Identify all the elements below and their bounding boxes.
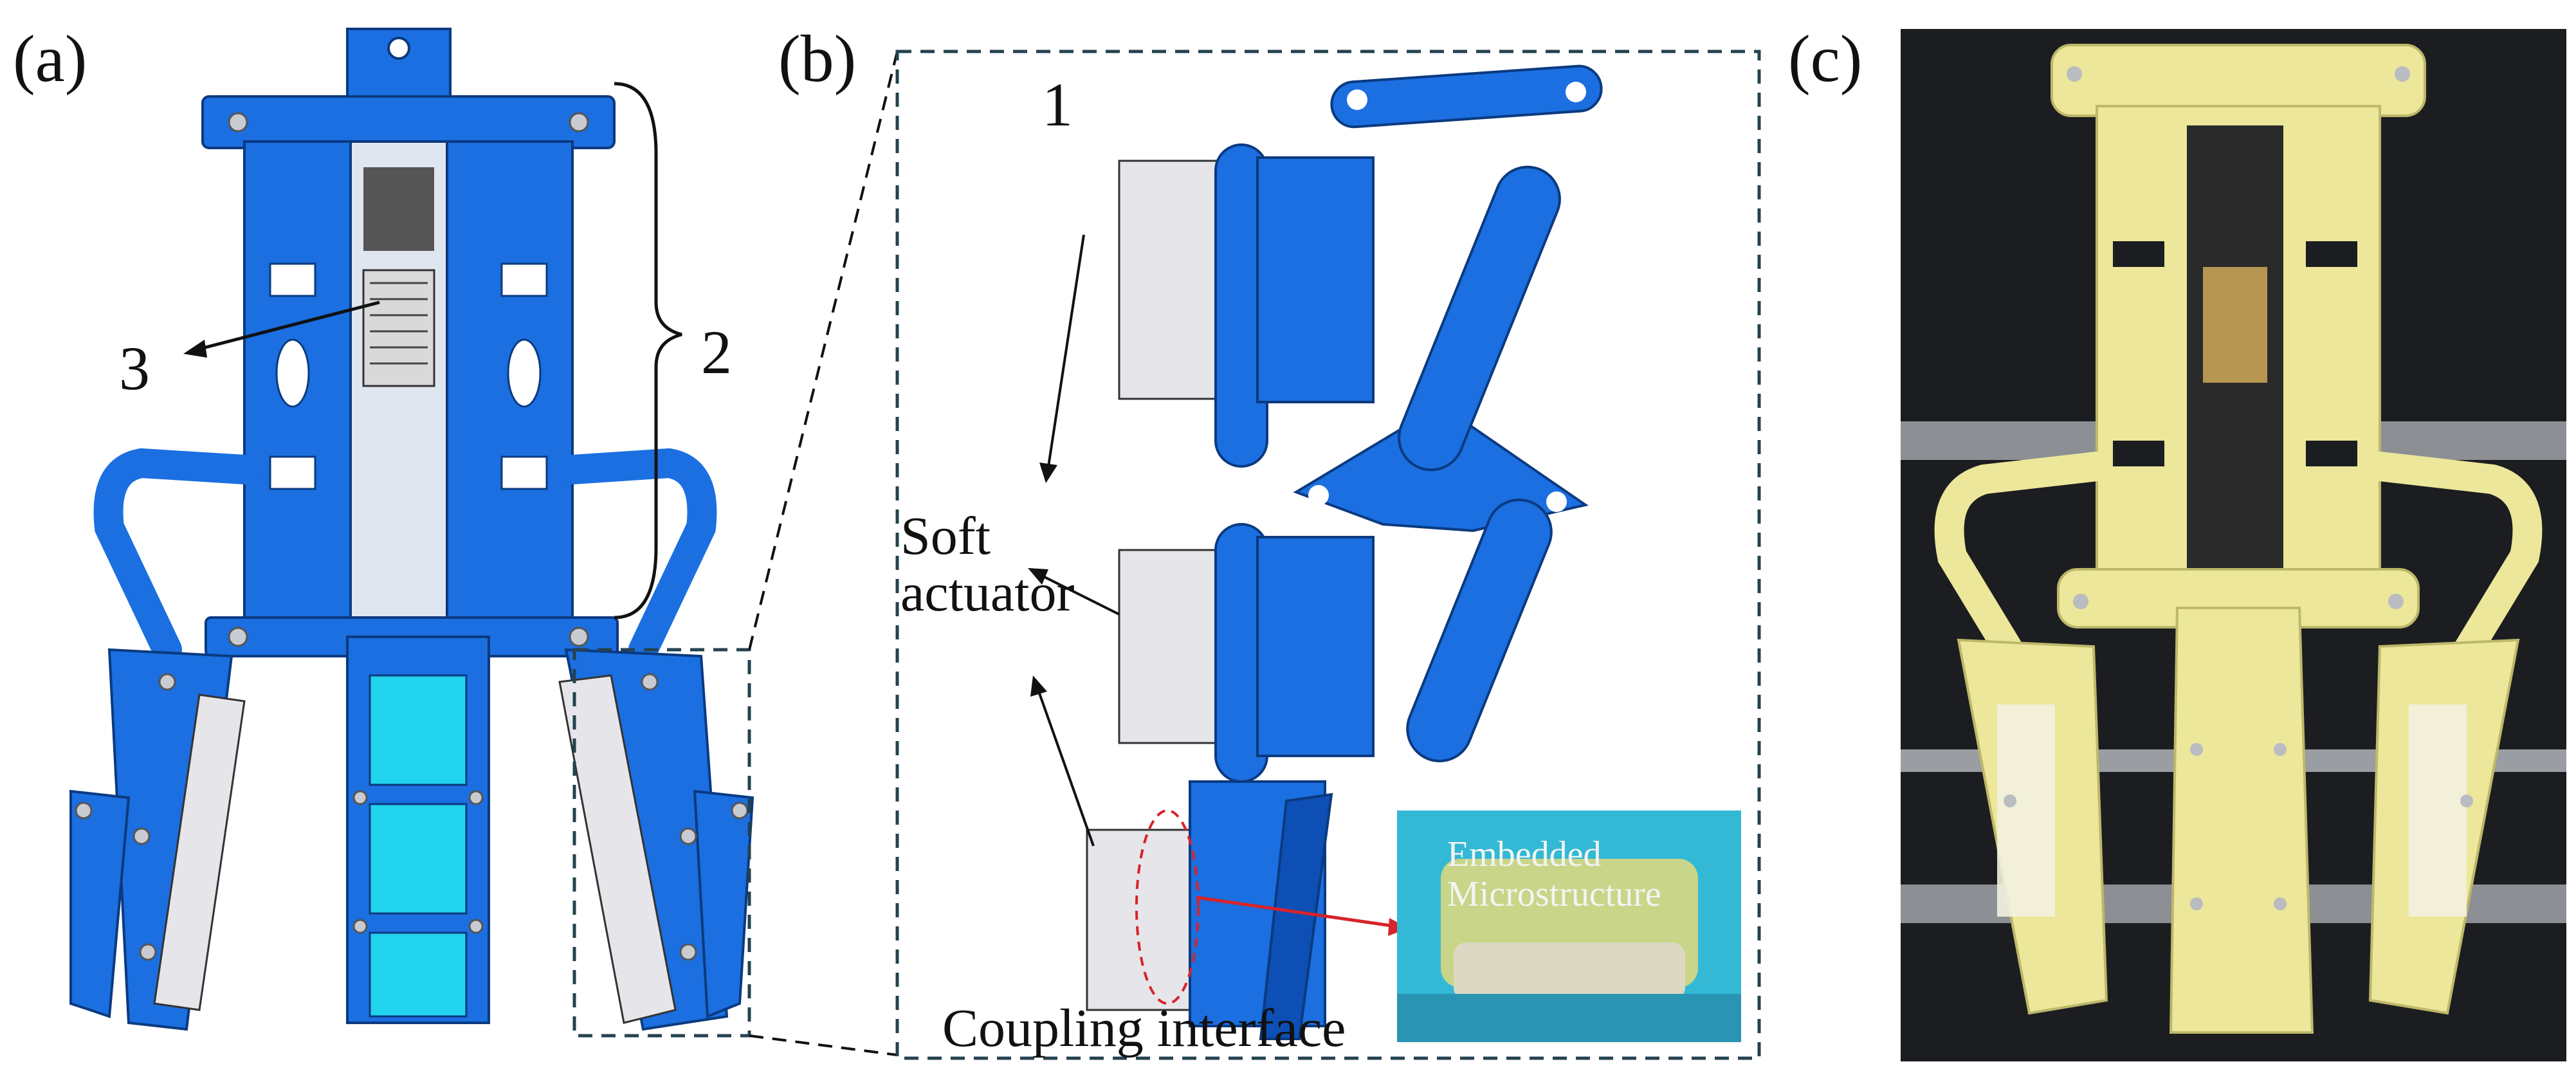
panel-b-label: (b) [778, 22, 857, 96]
right-finger [558, 648, 754, 1031]
microstructure-inset [1397, 811, 1741, 1042]
exploded-view-frame [895, 50, 1761, 1060]
inset-line2: Microstructure [1447, 874, 1661, 914]
coupling-interface-label: Coupling interface [942, 998, 1346, 1058]
soft-actuator-label: Soft actuator [900, 508, 1075, 621]
connector-bottom [749, 1034, 898, 1056]
brace-2 [614, 82, 682, 619]
detail-box [572, 648, 751, 1038]
soft-actuator-line1: Soft [900, 506, 991, 566]
motor-block [363, 167, 434, 251]
callout-3: 3 [119, 334, 150, 403]
arrow-3 [192, 300, 380, 353]
lead-screw-spring [362, 269, 435, 387]
prototype-photo [1901, 29, 2566, 1061]
inset-caption: Embedded Microstructure [1447, 834, 1661, 914]
red-arrow [1196, 895, 1396, 928]
gripper-cad-assembly [69, 28, 899, 1056]
panel-c-label: (c) [1788, 22, 1863, 96]
center-finger [346, 636, 490, 1024]
panel-a-label: (a) [13, 22, 87, 96]
callout-1: 1 [1042, 70, 1073, 139]
mount-hole [387, 37, 410, 60]
callout-2: 2 [701, 318, 732, 387]
connector-top [748, 51, 899, 650]
inset-line1: Embedded [1447, 834, 1602, 874]
coupling-highlight [1135, 809, 1200, 1005]
soft-actuator-line2: actuator [900, 563, 1075, 623]
exploded-view [895, 50, 1761, 1060]
left-finger [69, 648, 246, 1031]
